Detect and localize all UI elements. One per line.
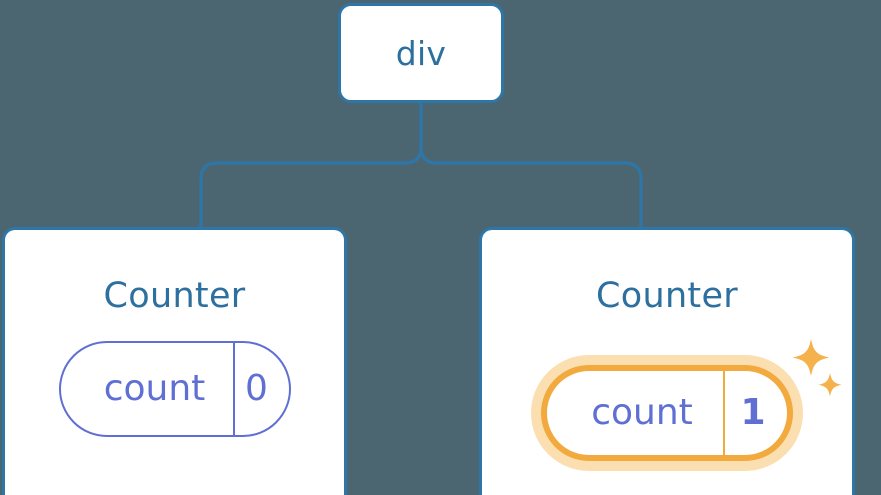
tree-node-div[interactable]: div (338, 3, 504, 103)
state-value-right: 1 (740, 392, 766, 433)
connector-right (419, 101, 643, 229)
state-pill-glow (531, 355, 803, 471)
node-title-counter-left: Counter (103, 276, 246, 316)
state-pill-left[interactable]: count 0 (58, 341, 291, 437)
state-key-left: count (61, 343, 235, 435)
connector-left (199, 101, 423, 229)
tree-node-counter-left[interactable]: Counter count 0 (2, 227, 347, 495)
sparkle-small-icon (818, 373, 842, 397)
state-pill-wrapper-right: count 1 (521, 339, 842, 485)
node-label-div: div (395, 33, 447, 73)
node-title-counter-right: Counter (596, 276, 738, 316)
state-value-left: 0 (245, 368, 268, 409)
state-pill-wrapper-left: count 0 (58, 341, 291, 437)
state-pill-right[interactable]: count 1 (541, 365, 793, 461)
tree-node-counter-right[interactable]: Counter count 1 (479, 227, 855, 495)
sparkle-large-icon (792, 339, 830, 376)
state-key-right: count (547, 371, 725, 455)
